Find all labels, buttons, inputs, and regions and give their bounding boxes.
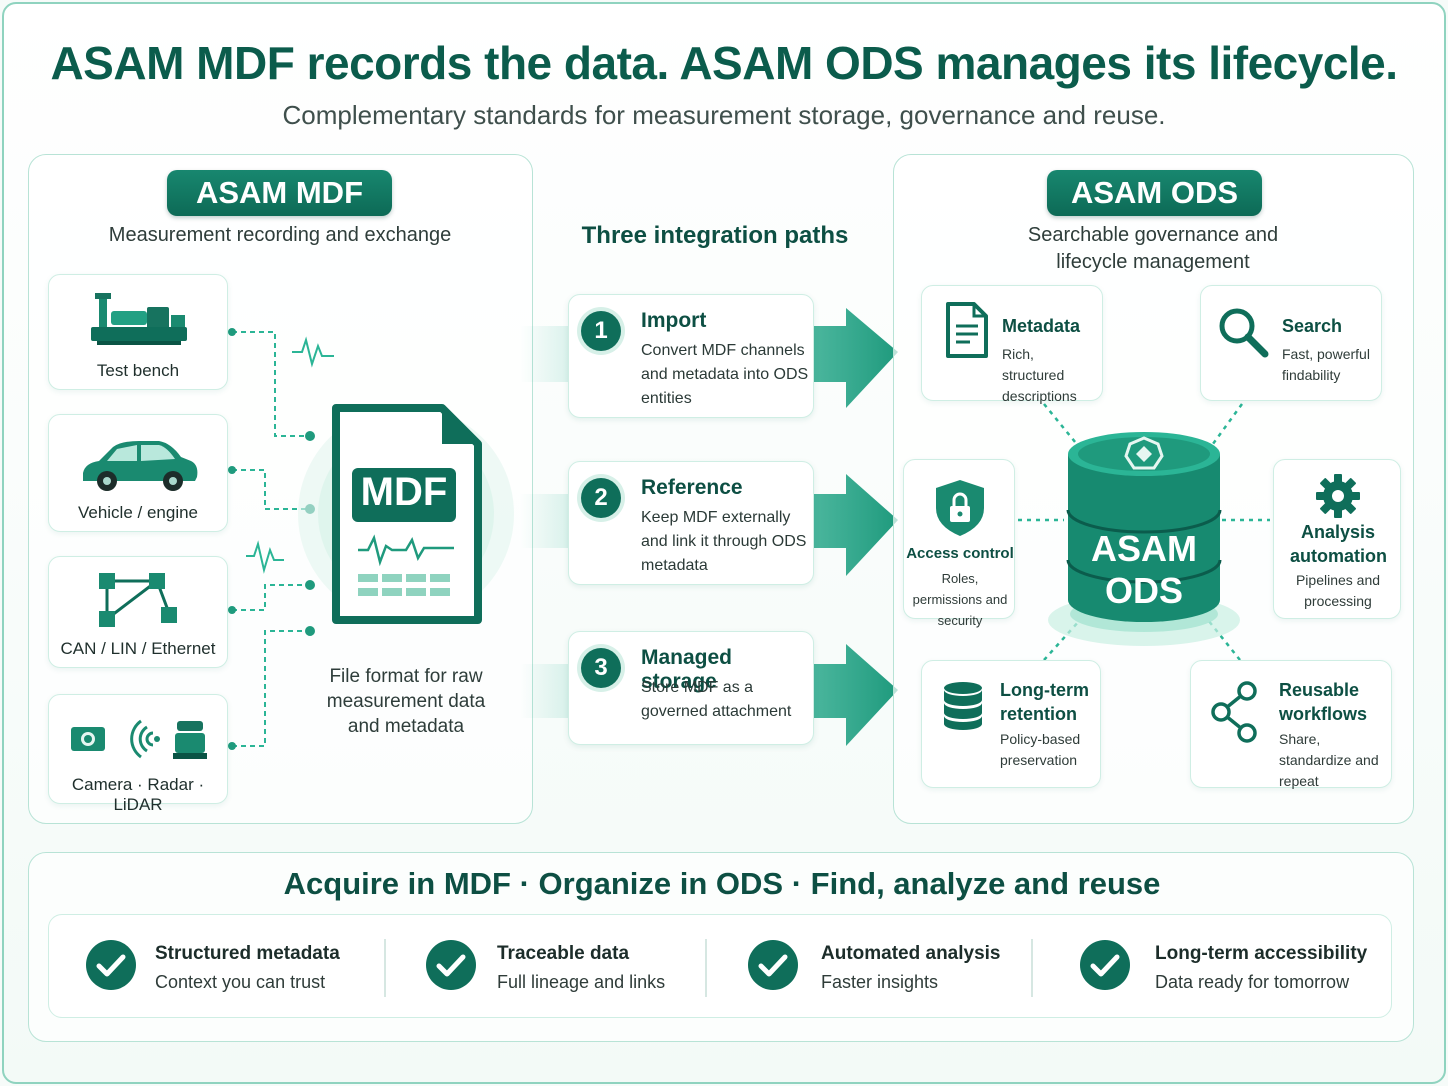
search-icon [1219,308,1269,358]
feature-card-search[interactable]: Search Fast, powerful findability [1200,285,1382,401]
feature-description: Pipelines and processing [1295,572,1381,609]
feature-title: Access control [906,545,1014,562]
benefit-subtitle: Faster insights [821,972,939,992]
benefit-title: Long-term accessibility [1155,943,1368,964]
feature-card-metadata[interactable]: Metadata Rich, structured descriptions [921,285,1103,404]
sensors-icon [71,719,207,759]
path-description: Keep MDF externally and link it through … [641,509,807,574]
network-icon [99,573,177,627]
feature-title: Long-term retention [1000,680,1089,724]
benefit-divider [705,939,707,997]
benefit-title: Structured metadata [155,943,340,964]
path-number-badge: 2 [581,478,621,518]
feature-description: Fast, powerful findability [1282,346,1370,383]
database-icon [944,682,982,730]
feature-card-analysis-automation[interactable]: Analysis automation Pipelines and proces… [1273,459,1401,619]
path-description: Store MDF as a governed attachment [641,679,792,720]
feature-description: Rich, structured descriptions [1002,346,1077,404]
feature-card-long-term-retention[interactable]: Long-term retention Policy-based preserv… [921,660,1101,788]
path-title: Import [641,309,707,332]
mdf-caption: Measurement recording and exchange [108,224,452,246]
source-card-sensors[interactable]: Camera · Radar · LiDAR [48,694,228,814]
mdf-badge: ASAM MDF [167,170,392,216]
mdf-file-icon [298,404,514,624]
benefit-title: Traceable data [497,943,630,964]
check-icon [1080,940,1130,990]
summary-tagline: Acquire in MDF · Organize in ODS · Find,… [283,866,1161,901]
ods-database-label-1: ASAM [1091,528,1197,569]
document-icon [946,302,988,358]
ods-badge: ASAM ODS [1047,170,1262,216]
path-card-reference[interactable]: 2 Reference Keep MDF externally and link… [568,461,814,585]
feature-title: Reusable workflows [1279,680,1368,724]
paths-heading: Three integration paths [581,222,849,249]
path-description: Convert MDF channels and metadata into O… [641,342,809,407]
check-icon [86,940,136,990]
path-card-import[interactable]: 1 Import Convert MDF channels and metada… [568,294,814,418]
benefits-strip: Structured metadata Context you can trus… [48,914,1392,1018]
ods-caption: Searchable governance and lifecycle mana… [1027,224,1279,273]
feature-title: Analysis automation [1290,522,1387,566]
source-label: Test bench [96,361,180,380]
ods-database-icon [1048,432,1240,646]
page-subtitle: Complementary standards for measurement … [282,100,1166,130]
feature-description: Policy-based preservation [1000,731,1081,768]
feature-card-access-control[interactable]: Access control Roles, permissions and se… [903,459,1015,628]
benefit-subtitle: Context you can trust [155,972,326,992]
source-label: Vehicle / engine [77,503,199,522]
check-icon [426,940,476,990]
mdf-file-label: MDF [360,470,448,514]
path-card-managed-storage[interactable]: 3 Managed storage Store MDF as a governe… [568,631,814,745]
benefit-subtitle: Data ready for tomorrow [1155,972,1350,992]
source-label: Camera · Radar · LiDAR [71,775,205,814]
benefit-title: Automated analysis [821,943,1001,964]
source-card-vehicle[interactable]: Vehicle / engine [48,414,228,532]
feature-card-reusable-workflows[interactable]: Reusable workflows Share, standardize an… [1190,660,1392,789]
benefit-divider [1031,939,1033,997]
test-bench-icon [91,293,187,345]
source-card-test-bench[interactable]: Test bench [48,274,228,390]
mdf-file-caption: File format for raw measurement data and… [326,666,486,737]
source-card-bus[interactable]: CAN / LIN / Ethernet [48,556,228,668]
path-number-badge: 3 [581,648,621,688]
gear-icon [1316,474,1360,518]
path-title: Managed storage [641,646,733,693]
feature-description: Share, standardize and repeat [1279,731,1379,789]
feature-title: Search [1282,316,1343,336]
feature-title: Metadata [1002,316,1081,336]
path-title: Reference [641,476,743,499]
page-title: ASAM MDF records the data. ASAM ODS mana… [50,37,1398,89]
car-icon [83,441,198,491]
source-label: CAN / LIN / Ethernet [60,639,216,658]
benefit-divider [384,939,386,997]
feature-description: Roles, permissions and security [912,571,1008,628]
shield-lock-icon [936,480,984,536]
ods-database-label-2: ODS [1104,570,1183,611]
check-icon [748,940,798,990]
path-number-badge: 1 [581,311,621,351]
benefit-subtitle: Full lineage and links [497,972,666,992]
share-icon [1211,681,1257,743]
